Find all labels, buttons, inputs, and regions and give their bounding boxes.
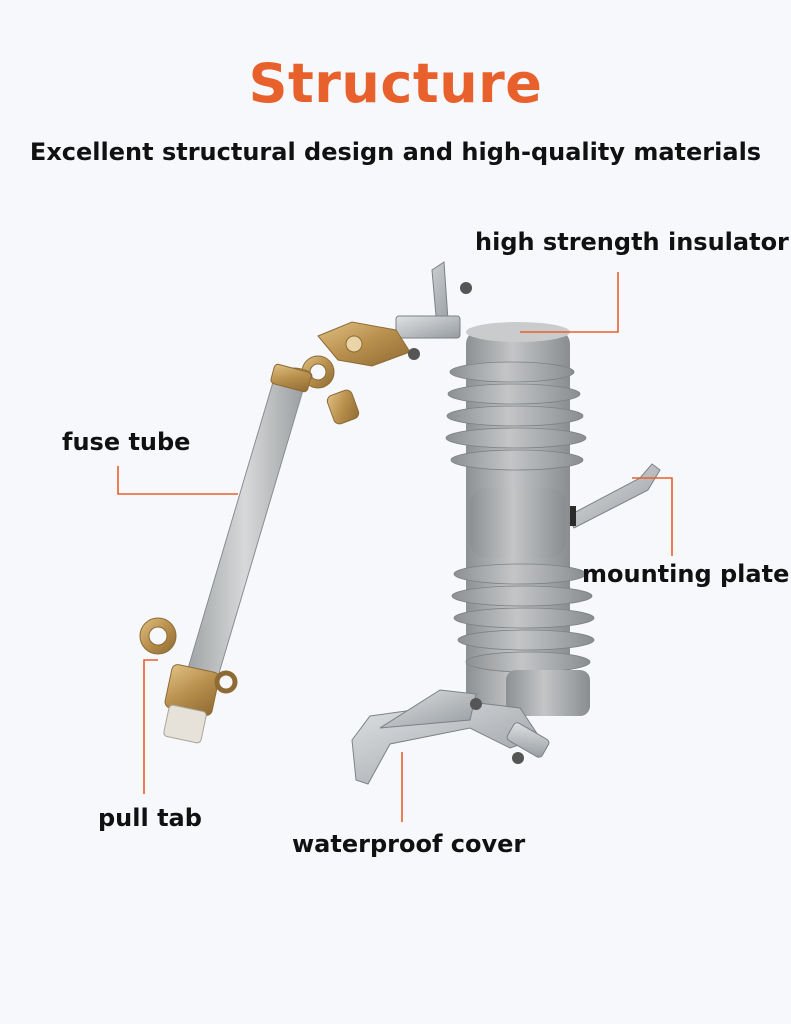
page-title: Structure <box>248 52 543 115</box>
top-contact <box>301 261 472 425</box>
fuse-tube <box>183 363 313 691</box>
label-pull-tab: pull tab <box>98 804 202 832</box>
leader-line-insulator <box>520 272 619 333</box>
label-waterproof-cover: waterproof cover <box>292 830 526 858</box>
label-high-strength-insulator: high strength insulator <box>475 228 789 256</box>
page-subtitle: Excellent structural design and high-qua… <box>29 138 762 166</box>
label-fuse-tube: fuse tube <box>62 428 191 456</box>
insulator <box>445 322 595 716</box>
leader-line-fuse-tube <box>117 466 238 495</box>
leader-line-mounting-plate <box>632 477 673 556</box>
waterproof-cover <box>351 689 550 785</box>
label-mounting-plate: mounting plate <box>582 560 790 588</box>
pull-tab <box>139 617 238 744</box>
mounting-plate <box>562 463 661 529</box>
leader-line-pull-tab <box>143 659 158 794</box>
